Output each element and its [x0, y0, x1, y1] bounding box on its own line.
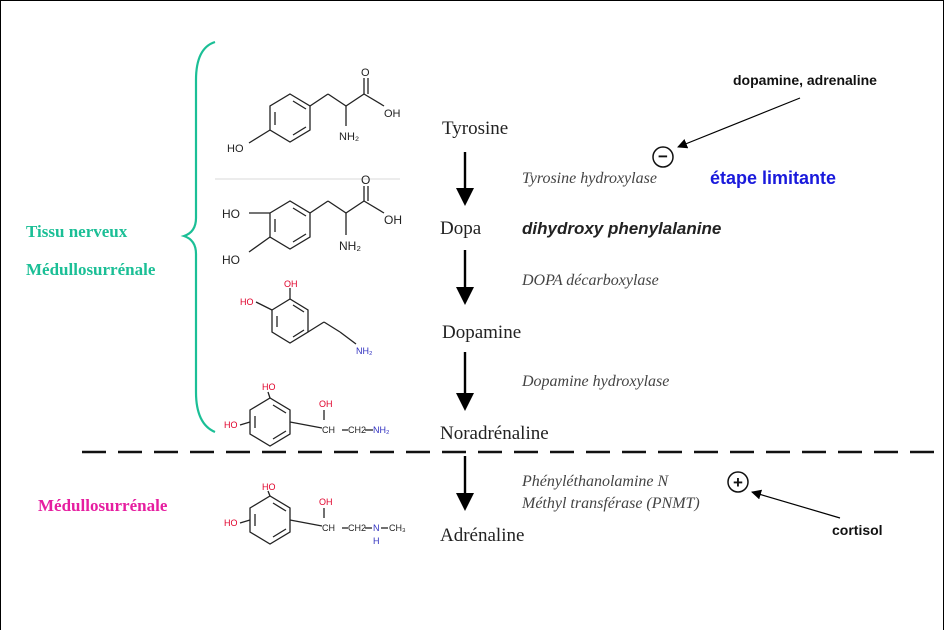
step-dopa: Dopa — [440, 218, 482, 239]
activator-arrow — [751, 489, 841, 519]
label-ho: HO — [222, 253, 240, 267]
label-ho: HO — [262, 482, 276, 492]
label-ho: HO — [224, 518, 238, 528]
label-n: N — [373, 523, 380, 533]
inhibitors-label: dopamine, adrenaline — [733, 72, 877, 88]
tissue-neural-line2: Médullosurrénale — [26, 260, 156, 279]
label-oh: OH — [284, 279, 298, 289]
tyrosine-structure — [248, 78, 385, 144]
label-ch: CH — [322, 425, 335, 435]
tissue-brace — [180, 40, 216, 434]
label-oh: OH — [384, 213, 402, 227]
inhibition-sign: − — [652, 146, 674, 168]
inhibitor-arrow — [677, 97, 801, 149]
label-oh: OH — [384, 108, 401, 120]
label-ch: CH — [322, 523, 335, 533]
label-h: H — [373, 536, 380, 546]
noradrenaline-structure — [239, 391, 373, 447]
enzyme-pnmt-line2: Méthyl transférase (PNMT) — [522, 495, 700, 512]
label-o: O — [361, 67, 370, 79]
step-tyrosine: Tyrosine — [442, 118, 509, 139]
label-ch3: CH₃ — [389, 523, 406, 533]
label-nh2: NH₂ — [339, 239, 361, 253]
dopa-structure — [248, 186, 385, 253]
activation-sign: + — [727, 471, 749, 493]
activation-symbol: + — [733, 473, 743, 492]
dopa-full-name: dihydroxy phenylalanine — [522, 219, 722, 238]
adrenaline-structure — [239, 490, 388, 545]
label-ho: HO — [227, 143, 244, 155]
enzyme-tyrosine-hydroxylase: Tyrosine hydroxylase — [522, 170, 657, 187]
enzyme-dopa-decarboxylase: DOPA décarboxylase — [522, 272, 659, 289]
inhibition-symbol: − — [658, 147, 668, 166]
label-oh: OH — [319, 399, 333, 409]
pathway-arrows — [456, 152, 474, 511]
label-ho: HO — [222, 207, 240, 221]
limiting-step-label: étape limitante — [710, 168, 837, 188]
enzyme-dopamine-hydroxylase: Dopamine hydroxylase — [522, 373, 670, 390]
label-ho: HO — [224, 420, 238, 430]
label-oh: OH — [319, 497, 333, 507]
label-nh2: NH₂ — [339, 131, 359, 143]
tissue-adrenal: Médullosurrénale — [38, 496, 168, 515]
label-ho: HO — [240, 297, 254, 307]
enzyme-pnmt-line1: Phényléthanolamine N — [522, 473, 669, 490]
step-adrenaline: Adrénaline — [440, 525, 525, 546]
dopamine-structure — [255, 288, 357, 345]
activator-label: cortisol — [832, 522, 883, 538]
label-nh2: NH₂ — [356, 346, 373, 356]
label-ho: HO — [262, 382, 276, 392]
label-ch2: CH2 — [348, 523, 366, 533]
step-noradrenaline: Noradrénaline — [440, 423, 549, 444]
tissue-neural-line1: Tissu nerveux — [26, 222, 128, 241]
step-dopamine: Dopamine — [442, 322, 522, 343]
label-nh2: NH₂ — [373, 425, 390, 435]
label-ch2: CH2 — [348, 425, 366, 435]
label-o: O — [361, 173, 370, 187]
